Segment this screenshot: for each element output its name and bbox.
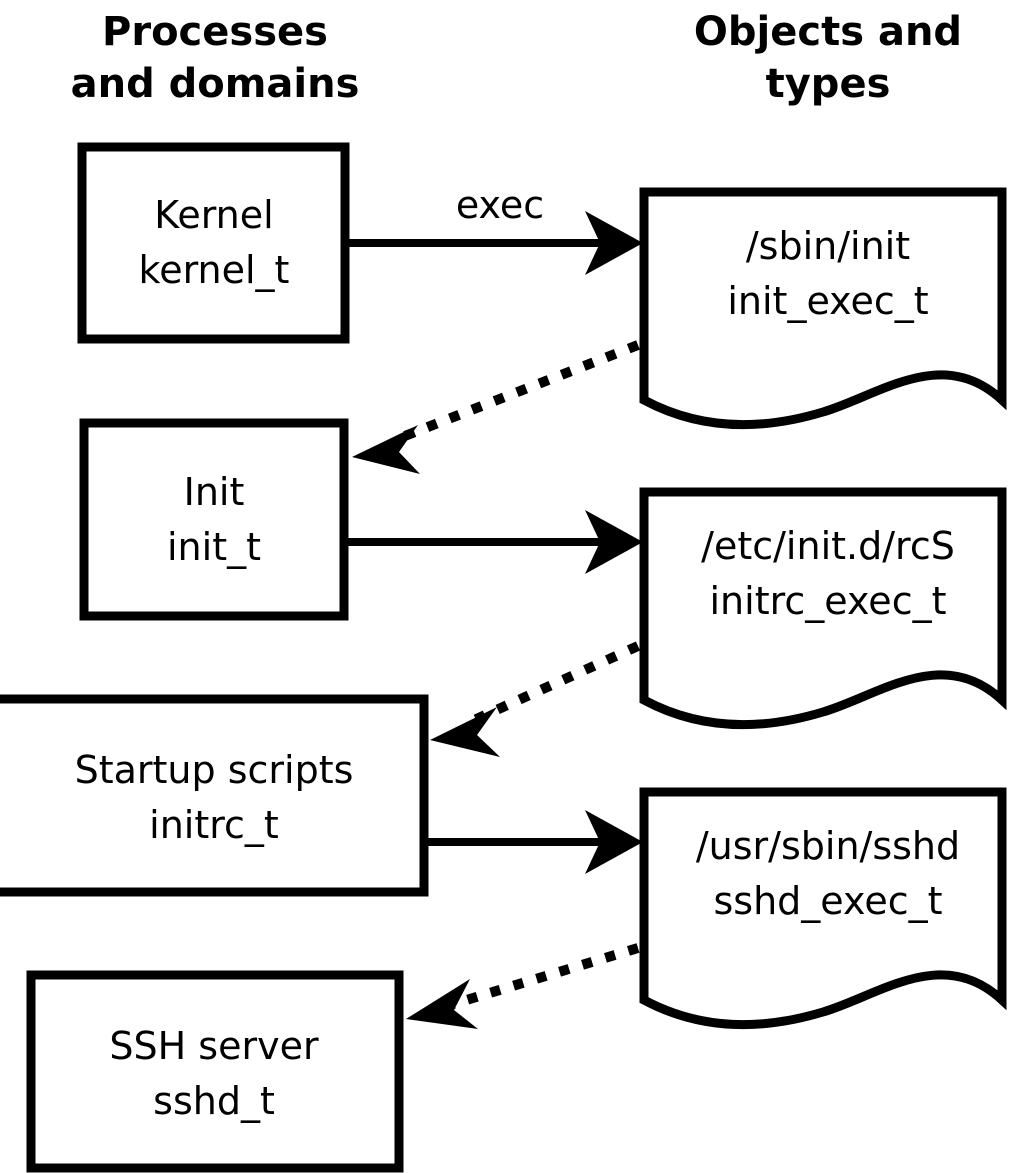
edge-init-to-initrc-exec-arrowhead: [585, 510, 643, 574]
edge-initrc-exec-to-initrc-line: [469, 641, 641, 726]
node-startup-scripts-box[interactable]: [0, 694, 429, 897]
node-startup-scripts[interactable]: Startup scripts initrc_t: [0, 694, 429, 897]
node-sshd-exec-line1: /usr/sbin/sshd: [696, 824, 960, 868]
edge-sshd-exec-to-sshd-line: [448, 943, 640, 1010]
node-init-line2: init_t: [167, 525, 261, 569]
edge-sshd-exec-to-sshd: [406, 943, 640, 1029]
node-kernel-box[interactable]: [77, 142, 350, 344]
node-ssh-server-line2: sshd_t: [153, 1079, 275, 1123]
node-sshd-exec-line2: sshd_exec_t: [713, 879, 942, 923]
edge-sshd-exec-to-sshd-arrowhead: [406, 979, 478, 1029]
node-kernel[interactable]: Kernel kernel_t: [77, 142, 350, 344]
node-init[interactable]: Init init_t: [79, 418, 349, 621]
edge-kernel-to-init-exec-arrowhead: [585, 211, 643, 275]
node-startup-scripts-line1: Startup scripts: [75, 748, 354, 792]
node-init-exec-line1: /sbin/init: [746, 224, 910, 268]
node-initrc-exec-line1: /etc/init.d/rcS: [701, 524, 955, 568]
node-ssh-server-line1: SSH server: [109, 1024, 319, 1068]
node-init-box[interactable]: [79, 418, 349, 621]
node-initrc-exec-document-shape[interactable]: [639, 487, 1007, 730]
node-initrc-exec[interactable]: /etc/init.d/rcS initrc_exec_t: [639, 487, 1007, 730]
edge-init-exec-to-init-line: [390, 340, 640, 446]
node-init-line1: Init: [184, 470, 245, 514]
edge-init-exec-to-init-arrowhead: [352, 425, 420, 474]
edge-initrc-to-sshd-exec-arrowhead: [585, 810, 643, 874]
node-init-exec-document-shape[interactable]: [639, 187, 1007, 430]
edge-initrc-exec-to-initrc-arrowhead: [430, 707, 500, 757]
edge-label-exec: exec: [456, 183, 544, 227]
edge-kernel-to-init-exec: exec: [348, 183, 643, 275]
node-initrc-exec-line2: initrc_exec_t: [710, 579, 947, 623]
column-header-objects-line2: types: [766, 61, 891, 107]
edge-initrc-to-sshd-exec: [426, 810, 643, 874]
edge-init-to-initrc-exec: [348, 510, 643, 574]
column-header-objects-line1: Objects and: [694, 9, 962, 55]
node-init-exec[interactable]: /sbin/init init_exec_t: [639, 187, 1007, 430]
column-header-processes: Processes and domains: [71, 9, 360, 107]
node-kernel-line2: kernel_t: [139, 248, 290, 292]
column-header-processes-line1: Processes: [102, 9, 328, 55]
node-ssh-server[interactable]: SSH server sshd_t: [26, 970, 404, 1173]
node-ssh-server-box[interactable]: [26, 970, 404, 1173]
node-kernel-line1: Kernel: [154, 193, 273, 237]
edge-initrc-exec-to-initrc: [430, 641, 641, 757]
node-sshd-exec[interactable]: /usr/sbin/sshd sshd_exec_t: [639, 787, 1007, 1030]
node-init-exec-line2: init_exec_t: [727, 279, 928, 323]
edge-init-exec-to-init: [352, 340, 640, 474]
node-startup-scripts-line2: initrc_t: [149, 803, 279, 847]
column-header-objects: Objects and types: [694, 9, 962, 107]
node-sshd-exec-document-shape[interactable]: [639, 787, 1007, 1030]
column-header-processes-line2: and domains: [71, 61, 360, 107]
